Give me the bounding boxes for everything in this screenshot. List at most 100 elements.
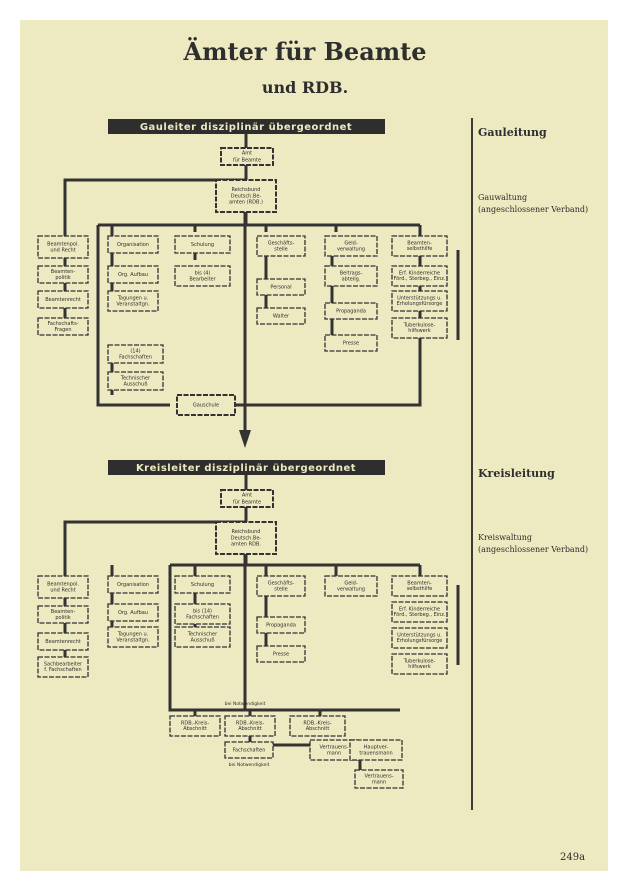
gau-col6-box-3-label: Tuberkulose-	[403, 322, 436, 328]
gau-col2-box-2-label: Tagungen u.	[117, 295, 149, 301]
vertrauensmann-box-1-label: mann	[372, 780, 386, 786]
gau-col4-box-0-frame	[256, 235, 306, 257]
gau-col1-box-0-label: Beamtenpol.	[47, 241, 79, 247]
gauschule-box-label: Gauschule	[193, 402, 219, 408]
hauptvertrauensmann-box-label: trauensmann	[359, 751, 392, 757]
kreis-col3-box-0-frame	[174, 575, 231, 594]
gau-col6-box-2-label: Unterstützungs u.	[397, 295, 442, 301]
gau-col3-box-1-label: bis (4)	[195, 270, 211, 276]
kreis-header-text: Kreisleiter disziplinär übergeordnet	[136, 463, 356, 474]
gau-col6-box-3-frame	[391, 317, 448, 339]
amt-fuer-beamte-box-1-frame	[220, 147, 274, 166]
rdb-box-1-label: Deutsch.Be-	[231, 193, 262, 199]
kreis-col4-box-1: Propaganda	[256, 616, 306, 634]
gau-col5-box-0: Geld-verwaltung	[324, 235, 378, 257]
kreis-col1-box-2-frame	[37, 632, 89, 651]
rdb-kreis-abschnitt-box-1-label: Abschnitt	[238, 726, 262, 732]
kreis-col2-box-0: Organisation	[107, 575, 159, 594]
gau-col6-box-1-label: Erf. Kinderreiche	[399, 270, 440, 276]
kreis-col4-box-1-label: Propaganda	[266, 622, 296, 628]
gau-header-text: Gauleiter disziplinär übergeordnet	[140, 122, 352, 133]
gau-fachschaften-box-label: Fachschaften	[119, 355, 152, 361]
kreis-col6-box-0-frame	[391, 575, 448, 597]
gau-col5-box-0-frame	[324, 235, 378, 257]
gau-col6-box-0-label: Beamten-	[407, 240, 432, 246]
gau-col2-box-0-frame	[107, 235, 159, 254]
gau-col4-box-2: Walter	[256, 307, 306, 325]
kreis-col3-box-1-frame	[174, 603, 231, 625]
gau-col3-box-0-label: Schulung	[191, 242, 214, 248]
gau-col6-box-2-label: Erholungsfürsorge	[397, 301, 443, 307]
page-title: Ämter für Beamte	[183, 37, 427, 66]
hauptvertrauensmann-box: Hauptver-trauensmann	[349, 739, 403, 761]
gau-col4-box-0: Geschäfts-stelle	[256, 235, 306, 257]
gau-col3-box-1: bis (4)Bearbeiter	[174, 265, 231, 287]
rdb-kreis-abschnitt-box-1: RDB.-Kreis-Abschnitt	[224, 715, 276, 737]
kreis-col1-box-0-label: und Recht	[50, 588, 75, 594]
page-subtitle: und RDB.	[262, 78, 348, 97]
gau-col5-box-2: Propaganda	[324, 302, 378, 320]
kreis-col4-box-0-frame	[256, 575, 306, 597]
gau-col2-box-1-label: Org. Aufbau	[118, 272, 148, 278]
kreis-col2-box-1: Org. Aufbau	[107, 603, 159, 622]
rdb-box-1-label: Reichsbund	[232, 187, 261, 193]
amt-fuer-beamte-box-1-label: Amt	[242, 151, 252, 157]
gau-col6-box-0-frame	[391, 235, 448, 257]
kreis-col1-box-2-label: Beamtenrecht	[45, 639, 81, 645]
gau-col6-box-1-frame	[391, 265, 448, 287]
kreis-col6-box-3-label: hilfswerk	[408, 664, 431, 670]
rdb-kreis-abschnitt-box-2-label: Abschnitt	[306, 726, 330, 732]
gau-col6-box-0: Beamten-selbsthilfe	[391, 235, 448, 257]
kreis-col6-box-2: Unterstützungs u.Erholungsfürsorge	[391, 627, 448, 649]
kreis-col4-box-2-frame	[256, 645, 306, 663]
kreis-col6-box-2-label: Unterstützungs u.	[397, 632, 442, 638]
amt-fuer-beamte-box-2-label: Amt	[242, 493, 252, 499]
kreis-col4-box-0-label: Geschäfts-	[268, 580, 295, 586]
side-sub-gau-1: Gauwaltung	[478, 193, 527, 202]
rdb-box-1-frame	[215, 179, 277, 213]
kreis-col3-box-2-frame	[174, 626, 231, 648]
kreis-col1-box-3-frame	[37, 656, 89, 678]
kreis-col4-box-2: Presse	[256, 645, 306, 663]
gau-col2-box-1: Org. Aufbau	[107, 265, 159, 284]
kreis-col2-box-2-frame	[107, 626, 159, 648]
gau-col6-box-3-label: hilfswerk	[408, 328, 431, 334]
hauptvertrauensmann-box-label: Hauptver-	[364, 744, 389, 750]
vertrauensmann-box-0-frame	[309, 739, 359, 761]
kreis-col1-box-1-frame	[37, 605, 89, 624]
kreis-col3-box-2-label: Technischer	[187, 631, 218, 637]
rdb-kreis-abschnitt-box-0-label: RDB.-Kreis-	[181, 720, 209, 726]
kreis-col6-box-3: Tuberkulose-hilfswerk	[391, 653, 448, 675]
amt-fuer-beamte-box-2-label: für Beamte	[233, 499, 261, 505]
side-sub-kreis-1: Kreiswaltung	[478, 533, 532, 542]
kreis-col2-box-2: Tagungen u.Veranstaltgn.	[107, 626, 159, 648]
gau-col5-box-3: Presse	[324, 334, 378, 352]
vertrauensmann-box-0: Vertrauens-mann	[309, 739, 359, 761]
kreis-col4-box-2-label: Presse	[273, 651, 289, 657]
kreis-col3-box-2-label: Ausschuß	[190, 638, 214, 644]
rdb-box-2-label: Deutsch.Be-	[231, 535, 262, 541]
kreis-col3-box-1: bis (14)Fachschaften	[174, 603, 231, 625]
kreis-col1-box-0-frame	[37, 575, 89, 599]
gau-col6-box-3: Tuberkulose-hilfswerk	[391, 317, 448, 339]
kreis-col1-box-1-label: politik	[55, 615, 70, 621]
gau-col5-box-1-label: Beitrags-	[340, 270, 363, 276]
gau-col4-box-0-label: Geschäfts-	[268, 240, 295, 246]
kreis-col4-box-1-frame	[256, 616, 306, 634]
amt-fuer-beamte-box-1-label: für Beamte	[233, 157, 261, 163]
fachschaften-box-kreis: Fachschaften	[224, 741, 274, 759]
fachschaften-box-kreis-frame	[224, 741, 274, 759]
rdb-box-2-label: amten RDB.	[231, 542, 261, 548]
hauptvertrauensmann-box-frame	[349, 739, 403, 761]
page: Ämter für Beamte und RDB. Gauleitung Gau…	[20, 20, 608, 871]
kreis-col2-box-2-label: Tagungen u.	[117, 631, 149, 637]
gau-col4-box-2-label: Walter	[273, 313, 290, 319]
gau-col5-box-1-label: abteilg.	[342, 277, 361, 283]
gau-col5-box-0-label: Geld-	[344, 240, 358, 246]
gau-col3-box-0-frame	[174, 235, 231, 254]
gau-col6-box-2-frame	[391, 290, 448, 312]
gau-col2-box-2-frame	[107, 290, 159, 312]
